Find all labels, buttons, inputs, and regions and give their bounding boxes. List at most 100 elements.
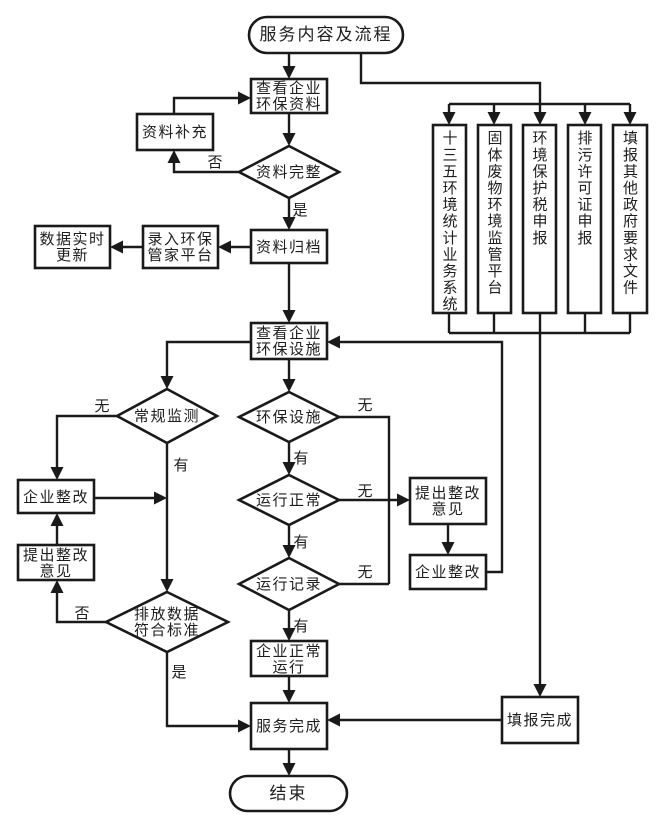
connector-emission-to-propose-left [55,592,106,624]
connector-start-to-report-branch [359,53,542,104]
report-system-2-label: 固体废物环境监管平台 [485,130,504,296]
entry-platform-node: 录入环保 管家平台 [147,230,214,264]
connector-decision-to-supplement [172,162,239,174]
facilities-present-decision: 环保设施 [255,408,322,426]
emission-compliance-diamond [103,590,231,654]
propose-rectification-left-node: 提出整改 意见 [22,545,89,580]
report-system-5: 填报其他政府要求文件 [613,125,647,313]
report-system-2: 固体废物环境监管平台 [478,125,511,313]
report-system-4-label: 排污许可证申报 [575,130,594,247]
edge-label-materials-incomplete: 否 [207,153,223,171]
arrowhead-icon [160,579,174,592]
edge-label-materials-complete: 是 [292,201,308,219]
report-system-1: 十三五环境统计业务系统 [433,125,466,313]
archive-materials-node: 资料归档 [255,237,322,256]
rectify-right-node: 企业整改 [414,563,481,581]
supplement-materials-box [135,112,215,152]
report-complete-box [500,695,580,745]
start-terminal-shape [247,15,405,55]
report-system-box-2 [476,123,513,315]
edge-label-has-facilities: 有 [293,449,309,467]
arrowhead-icon [238,91,251,105]
service-complete-node: 服务完成 [255,717,322,735]
report-complete-node: 填报完成 [506,711,573,729]
edge-label-has-routine-monitoring: 有 [173,456,189,474]
connector-routine-to-rectify-left [55,414,117,468]
report-system-3: 环境保护税申报 [523,125,556,313]
edge-label-no-records: 无 [357,563,373,581]
report-system-box-4 [566,123,603,315]
connector-emission-to-service-complete [165,652,239,728]
rectify-left-node: 企业整改 [22,487,89,506]
check-materials-box [249,77,329,115]
arrowhead-icon [282,462,296,475]
arrowhead-icon [110,240,123,254]
arrowhead-icon [327,713,340,727]
check-materials-node: 查看企业 环保资料 [255,79,322,113]
check-facilities-node: 查看企业 环保设施 [255,324,322,358]
connector-check-facilities-to-routine [165,340,251,377]
normal-operation-box [249,639,329,678]
report-system-box-3 [521,123,558,315]
operation-normal-decision: 运行正常 [255,491,322,509]
materials-complete-diamond [236,144,342,200]
arrowhead-icon [167,150,181,163]
emission-compliance-decision: 排放数据 符合标准 [133,605,200,639]
edge-label-no-routine-monitoring: 无 [94,397,110,415]
shapes-layer [16,15,649,813]
routine-monitoring-decision: 常规监测 [133,407,200,425]
edge-label-has-records: 有 [293,617,309,635]
report-system-box-5 [611,123,649,315]
arrowhead-icon [238,719,251,733]
operation-records-diamond [236,556,342,612]
facilities-present-diamond [236,390,342,444]
edge-label-no-facilities: 无 [357,396,373,414]
arrowhead-icon [282,217,296,230]
operation-normal-diamond [236,473,342,527]
report-system-4: 排污许可证申报 [568,125,601,313]
routine-monitoring-diamond [114,387,220,445]
arrowhead-icon [442,112,456,125]
report-system-box-1 [431,123,468,315]
supplement-materials-node: 资料补充 [141,123,208,141]
check-facilities-box [249,321,329,361]
start-node: 服务内容及流程 [259,25,393,45]
arrowhead-icon [533,684,547,697]
connector-rectify-right-to-check-facilities [339,340,504,574]
materials-complete-decision: 资料完整 [255,163,322,181]
propose-rectification-left-box [16,543,96,582]
propose-rectification-right-node: 提出整改 意见 [414,484,481,518]
arrowhead-icon [533,112,547,125]
edge-label-emission-noncompliant: 否 [74,604,90,622]
normal-operation-node: 企业正常 运行 [255,641,322,676]
arrowhead-icon [282,310,296,323]
propose-rectification-right-box [408,476,488,526]
arrowhead-icon [218,240,231,254]
arrowhead-icon [282,628,296,641]
rectify-right-box [408,553,488,591]
arrowhead-icon [282,545,296,558]
report-system-3-label: 环境保护税申报 [530,130,549,247]
arrowhead-icon [282,763,296,776]
arrowhead-icon [154,491,167,505]
edge-label-operating-normally: 有 [293,533,309,551]
arrowhead-icon [282,379,296,392]
arrowhead-icon [578,112,592,125]
end-node: 结束 [269,783,308,804]
report-system-5-label: 填报其他政府要求文件 [621,130,639,296]
arrowhead-icon [282,66,296,79]
arrowhead-icon [623,112,637,125]
arrowhead-icon [50,513,64,526]
archive-materials-box [249,228,329,265]
connector-facilities-no-branch [339,415,391,584]
arrowhead-icon [487,112,501,125]
arrowhead-icon [50,580,64,593]
service-complete-box [249,701,329,751]
end-terminal-shape [228,774,349,813]
arrowhead-icon [327,335,340,349]
connectors-layer [50,53,637,776]
entry-platform-box [141,224,220,270]
connector-supplement-to-check-materials [172,96,239,114]
